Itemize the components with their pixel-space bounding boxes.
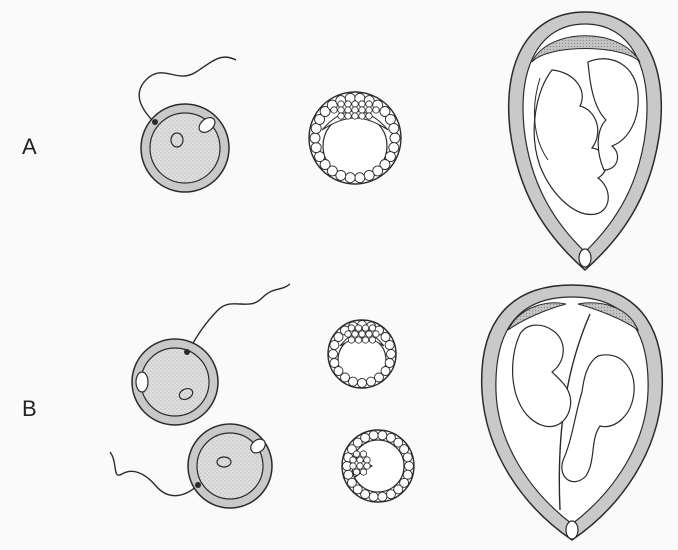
inner-cell xyxy=(345,101,351,107)
trophoblast-cell xyxy=(389,123,399,133)
trophoblast-cell xyxy=(364,170,374,180)
trophoblast-cell xyxy=(329,350,338,359)
inner-cell xyxy=(366,107,372,113)
row-a-uterus xyxy=(509,12,662,270)
inner-cell xyxy=(360,451,366,457)
inner-cell xyxy=(366,113,372,119)
inner-cell xyxy=(350,457,356,463)
inner-cell xyxy=(338,101,344,107)
inner-cell xyxy=(362,325,368,331)
inner-cell xyxy=(345,331,351,337)
inner-cell xyxy=(359,107,365,113)
inner-cell xyxy=(366,101,372,107)
row-b-lower-sperm-head xyxy=(195,482,201,488)
trophoblast-cell xyxy=(355,173,365,183)
row-a-cervix xyxy=(579,249,591,267)
inner-cell xyxy=(352,101,358,107)
trophoblast-cell xyxy=(330,359,339,368)
trophoblast-cell xyxy=(403,470,412,479)
trophoblast-cell xyxy=(386,490,395,499)
trophoblast-cell xyxy=(369,492,378,501)
trophoblast-cell xyxy=(385,341,394,350)
inner-cell xyxy=(362,337,368,343)
inner-cell xyxy=(373,331,379,337)
trophoblast-cell xyxy=(378,431,387,440)
inner-cell xyxy=(369,337,375,343)
trophoblast-cell xyxy=(400,445,409,454)
trophoblast-cell xyxy=(405,462,414,471)
inner-cell xyxy=(355,325,361,331)
row-label-b: B xyxy=(22,398,37,420)
trophoblast-cell xyxy=(315,152,325,162)
inner-cell xyxy=(364,463,370,469)
inner-cell xyxy=(331,107,337,113)
inner-cell xyxy=(352,113,358,119)
trophoblast-cell xyxy=(358,379,367,388)
row-b-upper-blastocyst xyxy=(328,320,396,388)
trophoblast-cell xyxy=(369,431,378,440)
inner-cell xyxy=(357,457,363,463)
inner-cell xyxy=(348,337,354,343)
trophoblast-cell xyxy=(387,350,396,359)
row-b-upper-polar-body xyxy=(136,372,148,392)
trophoblast-cell xyxy=(311,123,321,133)
trophoblast-cell xyxy=(385,114,395,124)
inner-cell xyxy=(373,107,379,113)
inner-cell xyxy=(357,463,363,469)
inner-cell xyxy=(352,107,358,113)
row-b-cervix xyxy=(566,521,578,539)
inner-cell xyxy=(366,331,372,337)
inner-cell xyxy=(345,113,351,119)
trophoblast-cell xyxy=(310,133,320,143)
row-b-upper-sperm-head xyxy=(184,349,190,355)
trophoblast-cell xyxy=(378,492,387,501)
trophoblast-cell xyxy=(344,470,353,479)
row-b-lower-egg xyxy=(110,424,272,508)
inner-cell xyxy=(348,325,354,331)
inner-cell xyxy=(360,469,366,475)
inner-cell xyxy=(353,469,359,475)
row-b-upper-egg-cytoplasm xyxy=(141,348,209,416)
inner-cell xyxy=(353,451,359,457)
inner-cell xyxy=(338,107,344,113)
row-b-uterus xyxy=(482,285,663,540)
row-label-a: A xyxy=(22,136,37,158)
inner-cell xyxy=(345,107,351,113)
trophoblast-cell xyxy=(389,143,399,153)
inner-cell xyxy=(338,113,344,119)
row-b-lower-sperm-tail xyxy=(110,452,198,496)
trophoblast-cell xyxy=(367,377,376,386)
inner-cell xyxy=(359,331,365,337)
row-b-upper-sperm-tail xyxy=(186,284,290,356)
inner-cell xyxy=(364,457,370,463)
trophoblast-cell xyxy=(361,433,370,442)
trophoblast-cell xyxy=(403,453,412,462)
inner-cell xyxy=(352,331,358,337)
inner-cell xyxy=(359,101,365,107)
trophoblast-cell xyxy=(345,173,355,183)
row-a-fertilized-egg xyxy=(139,57,236,192)
trophoblast-cell xyxy=(390,133,400,143)
inner-cell xyxy=(350,463,356,469)
inner-cell xyxy=(359,113,365,119)
trophoblast-cell xyxy=(311,143,321,153)
row-b-upper-egg xyxy=(132,284,290,425)
trophoblast-cell xyxy=(347,478,356,487)
inner-cell xyxy=(369,325,375,331)
row-a-sperm-head xyxy=(152,119,158,125)
inner-cell xyxy=(355,337,361,343)
